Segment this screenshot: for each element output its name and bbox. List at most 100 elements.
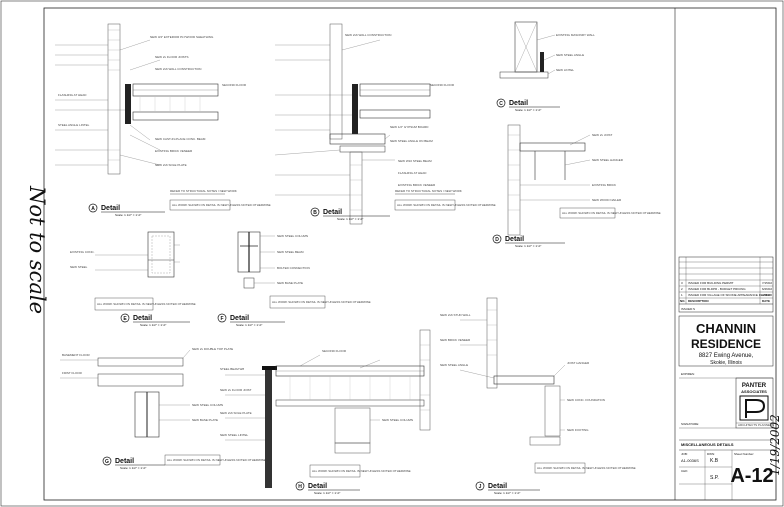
detail-d-drawing: NEW 2x JOIST NEW STEEL HANGER EXISTING B… [507, 124, 661, 236]
detail-c-title: C Detail Scale: 1 1/2" = 1'-0" [496, 98, 560, 112]
svg-text:ALL WORK SHOWN ON DETAIL IS NE: ALL WORK SHOWN ON DETAIL IS NEW UNLESS N… [97, 302, 196, 306]
svg-text:SECOND FLOOR: SECOND FLOOR [322, 349, 347, 353]
svg-text:BASEMENT FLOOR: BASEMENT FLOOR [62, 353, 90, 357]
svg-text:3: 3 [681, 281, 683, 285]
svg-text:NEW STEEL ANGLE ON BEAM: NEW STEEL ANGLE ON BEAM [390, 139, 433, 143]
detail-d-title: D Detail Scale: 1 1/2" = 1'-0" [492, 234, 565, 248]
svg-text:8827 Ewing Avenue,: 8827 Ewing Avenue, [699, 353, 754, 359]
svg-text:K.B: K.B [710, 458, 719, 464]
svg-text:NEW WOOD NAILER: NEW WOOD NAILER [592, 198, 622, 202]
svg-text:SIGNATURE:: SIGNATURE: [681, 422, 699, 426]
svg-text:NEW 2x6 STUD WALL: NEW 2x6 STUD WALL [440, 313, 471, 317]
detail-c-drawing: EXISTING MASONRY WALL NEW STEEL ANGLE NE… [499, 21, 595, 79]
detail-b-title: B Detail Scale: 1 1/2" = 1'-0" [310, 207, 390, 221]
svg-text:ISSUED FOR BLDPR - BUDGET PRIC: ISSUED FOR BLDPR - BUDGET PRICING [688, 287, 746, 291]
svg-text:NEW 1/2" GYPSUM BOARD: NEW 1/2" GYPSUM BOARD [390, 125, 429, 129]
svg-text:E: E [123, 316, 127, 322]
svg-text:NO.: NO. [680, 299, 686, 303]
svg-text:EXISTING BRICK: EXISTING BRICK [592, 183, 616, 187]
svg-text:EXPIRES:: EXPIRES: [681, 372, 695, 376]
svg-text:F: F [220, 316, 223, 322]
svg-text:ISSUED:S: ISSUED:S [681, 307, 695, 311]
svg-text:NEW 3/4" EXTERIOR PLYWOOD SHEA: NEW 3/4" EXTERIOR PLYWOOD SHEATHING [150, 35, 214, 39]
detail-j-title: J Detail Scale: 1 1/2" = 1'-0" [475, 481, 540, 495]
svg-text:Detail: Detail [323, 209, 342, 216]
svg-text:EXISTING BRICK VENEER: EXISTING BRICK VENEER [155, 149, 193, 153]
border-frame [43, 7, 777, 501]
detail-e-drawing: EXISTING CONC. NEW STEEL ALL WORK SHOWN … [70, 231, 196, 311]
svg-text:6/26/02: 6/26/02 [762, 287, 772, 291]
svg-text:NEW CONC. FOUNDATION: NEW CONC. FOUNDATION [567, 398, 605, 402]
svg-text:NEW 2x6 WALL CONSTRUCTION: NEW 2x6 WALL CONSTRUCTION [345, 33, 391, 37]
svg-text:Detail: Detail [101, 205, 120, 212]
svg-text:REFER TO STRUCTURAL NOTES / NE: REFER TO STRUCTURAL NOTES / NEW WORK [170, 189, 237, 193]
svg-text:ALL WORK SHOWN ON DETAIL IS NE: ALL WORK SHOWN ON DETAIL IS NEW UNLESS N… [537, 466, 636, 470]
detail-b-drawing: NEW 2x6 WALL CONSTRUCTION SECOND FLOOR N… [274, 23, 496, 225]
firm-logo-icon [739, 395, 769, 421]
svg-text:1: 1 [681, 293, 683, 297]
svg-text:DATE: DATE [762, 299, 770, 303]
svg-text:SECOND FLOOR: SECOND FLOOR [430, 83, 455, 87]
svg-text:Scale: 1 1/2" = 1'-0": Scale: 1 1/2" = 1'-0" [337, 217, 363, 221]
svg-text:ARCHITECTS PLANNERS: ARCHITECTS PLANNERS [738, 423, 774, 427]
svg-text:Skokie, Illinois: Skokie, Illinois [710, 360, 742, 366]
svg-text:A: A [91, 206, 95, 212]
svg-text:JOB:: JOB: [681, 452, 688, 456]
date-stamp: 1/19/2002 [768, 414, 782, 476]
svg-text:NEW BASE PLATE: NEW BASE PLATE [192, 418, 218, 422]
project-name-block: CHANNIN RESIDENCE 8827 Ewing Avenue, Sko… [678, 315, 774, 367]
svg-text:NEW STEEL HANGER: NEW STEEL HANGER [592, 158, 624, 162]
detail-g-drawing: BASEMENT FLOOR FIRST FLOOR NEW 2x DOUBLE… [60, 347, 266, 466]
svg-text:STEEL BEAM W8: STEEL BEAM W8 [220, 367, 244, 371]
svg-text:EXISTING BRICK VENEER: EXISTING BRICK VENEER [398, 183, 436, 187]
svg-text:C: C [499, 101, 503, 107]
firm-logo-block: PANTER ASSOCIATES ARCHITECTS PLANNERS [735, 377, 774, 429]
svg-text:FLASHING AT HEAD: FLASHING AT HEAD [58, 93, 87, 97]
svg-text:Scale: 1 1/2" = 1'-0": Scale: 1 1/2" = 1'-0" [120, 466, 146, 470]
detail-j-drawing: NEW 2x6 STUD WALL NEW BRICK VENEER NEW S… [440, 297, 636, 474]
svg-text:ISSUED FOR BUILDING PERMIT: ISSUED FOR BUILDING PERMIT [688, 281, 734, 285]
detail-e-title: E Detail Scale: 1 1/2" = 1'-0" [120, 313, 190, 327]
svg-text:Scale: 1 1/2" = 1'-0": Scale: 1 1/2" = 1'-0" [515, 244, 541, 248]
svg-text:Scale: 1 1/2" = 1'-0": Scale: 1 1/2" = 1'-0" [515, 108, 541, 112]
svg-text:JOIST HANGER: JOIST HANGER [567, 361, 590, 365]
svg-text:ALL WORK SHOWN ON DETAIL IS NE: ALL WORK SHOWN ON DETAIL IS NEW UNLESS N… [172, 203, 271, 207]
svg-text:CHANNIN: CHANNIN [696, 321, 756, 336]
svg-text:NEW BASE PLATE: NEW BASE PLATE [277, 281, 303, 285]
svg-text:NEW 2x6 SOLE PLATE: NEW 2x6 SOLE PLATE [220, 411, 252, 415]
svg-text:FIRST FLOOR: FIRST FLOOR [62, 371, 83, 375]
svg-text:ALL WORK SHOWN ON DETAIL IS NE: ALL WORK SHOWN ON DETAIL IS NEW UNLESS N… [312, 469, 411, 473]
svg-text:NEW STEEL LINTEL: NEW STEEL LINTEL [220, 433, 249, 437]
svg-text:G: G [105, 459, 109, 465]
detail-a-title: A Detail Scale: 1 1/2" = 1'-0" [88, 203, 165, 217]
job-info: JOB: A1-0036S DWN: K.B CHK: S.P. Sheet N… [679, 450, 774, 500]
svg-text:NEW STEEL: NEW STEEL [70, 265, 88, 269]
svg-text:NEW STEEL COLUMN: NEW STEEL COLUMN [382, 418, 413, 422]
detail-f-title: F Detail Scale: 1 1/2" = 1'-0" [217, 313, 285, 327]
svg-text:B: B [313, 210, 317, 216]
svg-text:ASSOCIATES: ASSOCIATES [741, 389, 767, 394]
svg-text:NEW CAST-IN-PLACE CONC. BEAM: NEW CAST-IN-PLACE CONC. BEAM [155, 137, 206, 141]
svg-text:NEW 2x JOIST: NEW 2x JOIST [592, 133, 613, 137]
sheet-number: A-12 [730, 465, 773, 487]
svg-text:NEW STEEL BEAM: NEW STEEL BEAM [277, 250, 304, 254]
svg-text:Detail: Detail [115, 458, 134, 465]
svg-text:Scale: 1 1/2" = 1'-0": Scale: 1 1/2" = 1'-0" [115, 213, 141, 217]
svg-text:H: H [298, 484, 302, 490]
svg-text:7/15/02: 7/15/02 [762, 281, 772, 285]
detail-h-title: H Detail Scale: 1 1/2" = 1'-0" [295, 481, 360, 495]
svg-text:ALL WORK SHOWN ON DETAIL IS NE: ALL WORK SHOWN ON DETAIL IS NEW UNLESS N… [397, 203, 496, 207]
detail-h-drawing: STEEL BEAM W8 NEW 2x FLOOR JOIST NEW 2x6… [220, 329, 431, 488]
title-block: 3 ISSUED FOR BUILDING PERMIT 7/15/02 2 I… [678, 256, 774, 500]
svg-text:S.P.: S.P. [710, 475, 719, 481]
svg-text:ALL WORK SHOWN ON DETAIL IS NE: ALL WORK SHOWN ON DETAIL IS NEW UNLESS N… [167, 458, 266, 462]
svg-text:Scale: 1 1/2" = 1'-0": Scale: 1 1/2" = 1'-0" [494, 491, 520, 495]
svg-text:DESCRIPTION: DESCRIPTION [688, 299, 709, 303]
svg-text:ALL WORK SHOWN ON DETAIL IS NE: ALL WORK SHOWN ON DETAIL IS NEW UNLESS N… [272, 300, 371, 304]
detail-a-drawing: NEW 3/4" EXTERIOR PLYWOOD SHEATHING NEW … [55, 23, 271, 211]
sheet-title: MISCELLANEOUS DETAILS [681, 442, 734, 447]
svg-text:A1-0036S: A1-0036S [681, 458, 699, 463]
svg-text:STEEL ANGLE LINTEL: STEEL ANGLE LINTEL [58, 123, 90, 127]
svg-text:EXISTING CONC.: EXISTING CONC. [70, 250, 95, 254]
